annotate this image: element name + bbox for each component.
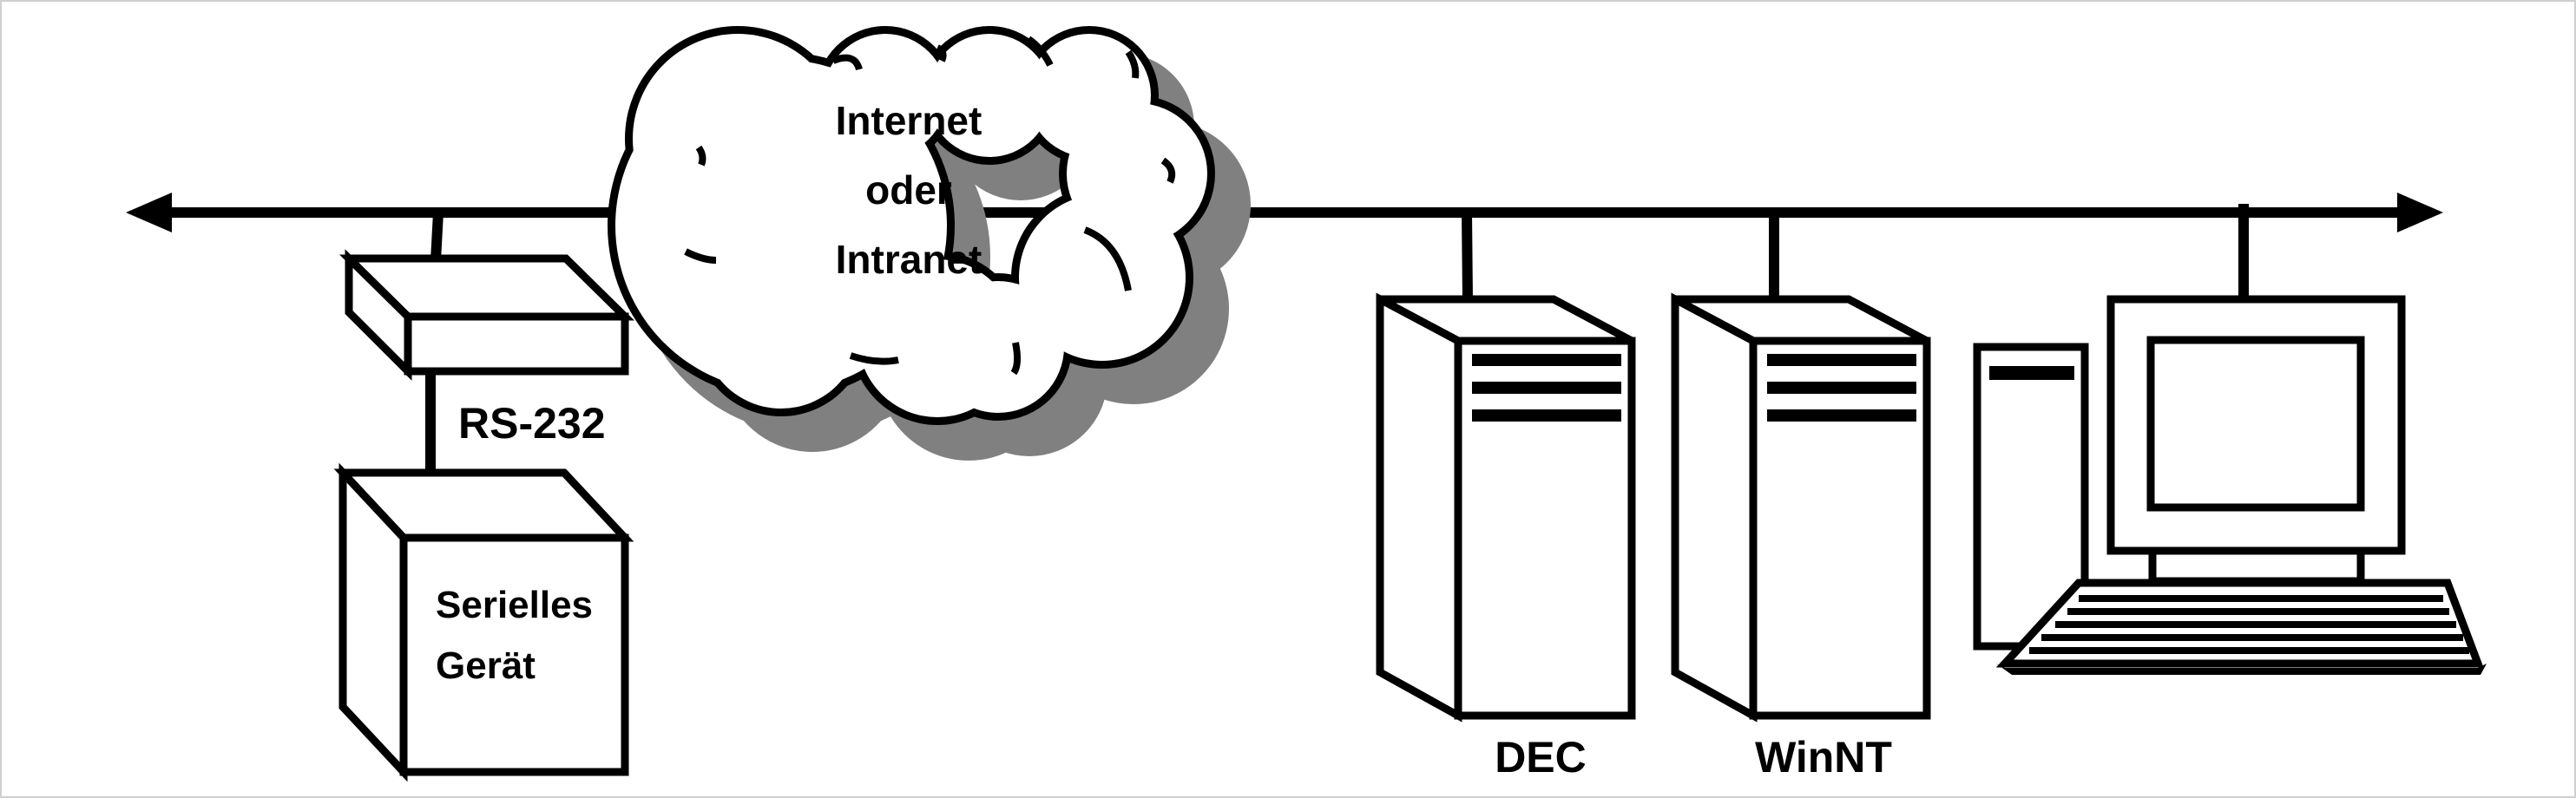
- drop-lines: [425, 204, 2249, 473]
- cloud-label-line1: Internet: [836, 98, 982, 143]
- serial-device-icon: [333, 462, 634, 782]
- cloud-label-line3: Intranet: [836, 237, 982, 282]
- device-label-line2: Gerät: [436, 644, 536, 687]
- device-label-line1: Serielles: [436, 584, 593, 626]
- keyboard-icon: [1995, 579, 2487, 675]
- bus-arrow-left-icon: [126, 193, 172, 232]
- cloud-icon: Internet oder Intranet: [608, 26, 1251, 461]
- winnt-server-icon: [1671, 292, 1931, 723]
- winnt-label: WinNT: [1755, 733, 1892, 782]
- bus-arrow-right-icon: [2397, 193, 2443, 232]
- dec-label: DEC: [1495, 733, 1587, 782]
- cloud-label-line2: oder: [865, 167, 952, 213]
- network-bus: [126, 193, 2443, 232]
- dec-server-icon: [1376, 292, 1636, 723]
- workstation-icon: [1973, 295, 2487, 675]
- rs232-label: RS-232: [458, 399, 606, 448]
- rs232-adapter-icon: [339, 249, 634, 381]
